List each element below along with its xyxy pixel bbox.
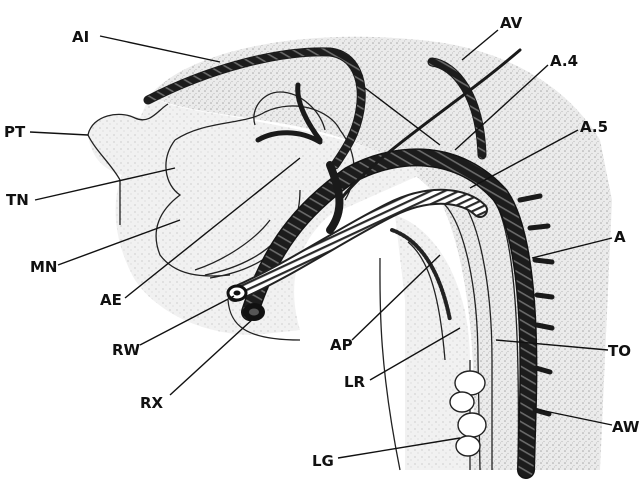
label-a: A xyxy=(614,228,626,246)
label-ap: AP xyxy=(330,336,353,354)
label-rx: RX xyxy=(140,394,164,412)
label-tn: TN xyxy=(6,191,29,209)
label-lg: LG xyxy=(312,452,334,470)
label-av: AV xyxy=(500,14,523,32)
label-rw: RW xyxy=(112,341,141,359)
label-mn: MN xyxy=(30,258,57,276)
label-ai: AI xyxy=(72,28,89,46)
label-ae: AE xyxy=(100,291,122,309)
label-lr: LR xyxy=(344,373,366,391)
label-pt: PT xyxy=(4,123,26,141)
label-aw: AW xyxy=(612,418,640,436)
label-a5: A.5 xyxy=(580,118,608,136)
label-to: TO xyxy=(608,342,631,360)
label-a4: A.4 xyxy=(550,52,578,70)
